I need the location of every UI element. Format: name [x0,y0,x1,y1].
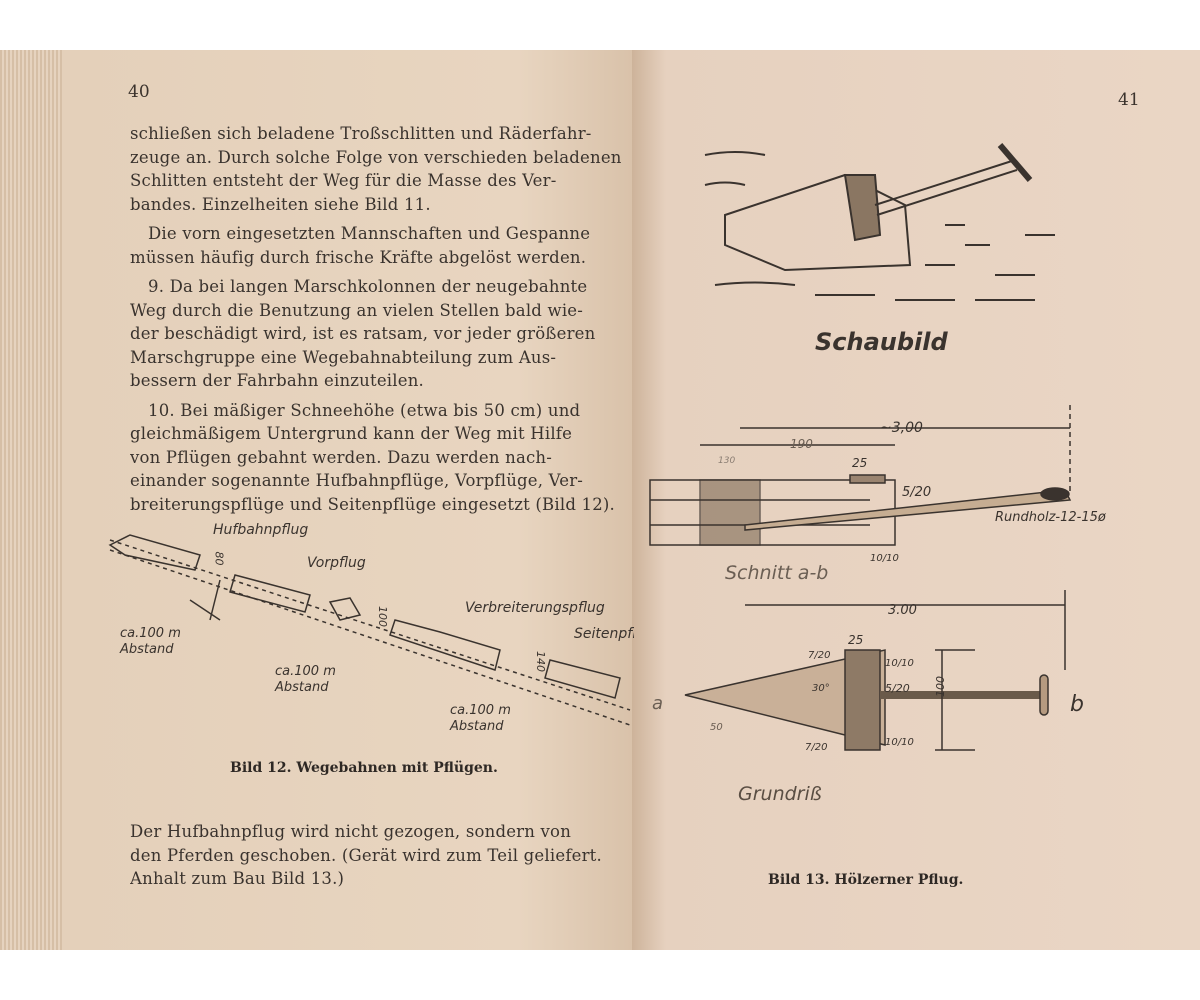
text-line: gleichmäßigem Untergrund kann der Weg mi… [130,424,573,443]
dim-label: 5/20 [885,682,910,695]
text-line: von Pflügen gebahnt werden. Dazu werden … [130,447,553,467]
label-vorpflug: Vorpflug [307,555,366,571]
plough-section-drawing [649,405,1072,546]
distance-label: Abstand [120,642,174,657]
text-line: Anhalt zum Bau Bild 13.) [130,869,345,888]
seitenpflug-shape [544,659,621,699]
dim-label: 10/10 [885,737,914,748]
page-edges [0,50,70,950]
paragraph: 9. Da bei langen Marschkolonnen der neug… [130,275,640,393]
dim-label: 50 [710,722,723,733]
dim-label: 7/20 [808,650,831,661]
text-line: Die vorn eingesetzten Mannschaften und G… [148,224,591,243]
page-number-left: 40 [128,82,150,102]
label-hufbahnpflug: Hufbahnpflug [213,522,309,538]
dim-label: 25 [852,456,868,470]
dim-label: 30° [812,683,830,694]
text-line: schließen sich beladene Troßschlitten un… [130,124,592,143]
dim-label: 7/20 [805,742,828,753]
text-line: den Pferden geschoben. (Gerät wird zum T… [130,845,602,865]
dim-label: 190 [790,437,813,451]
dim-label: 10/10 [870,553,899,564]
text-line: breiterungspflüge und Seitenpflüge einge… [130,494,616,514]
hufbahnpflug-shape [108,534,201,571]
label-seitenpflug: Seitenpflug [574,626,634,642]
point-b: b [1070,692,1084,717]
label-rundholz: Rundholz-12-15ø [995,510,1106,525]
text-line: Schlitten entsteht der Weg für die Masse… [130,171,557,190]
distance-label: Abstand [275,680,329,695]
text-line: zeuge an. Durch solche Folge von verschi… [130,147,622,167]
dim-label: ~3,00 [880,420,923,436]
distance-label: ca.100 m [275,664,336,679]
text-line: Weg durch die Benutzung an vielen Stelle… [130,300,584,320]
dim-label: 140 [534,651,547,672]
dim-label: 5/20 [902,485,932,500]
label-schnitt-a-b: Schnitt a-b [725,562,829,584]
dim-label: 25 [848,633,864,647]
text-line: 9. Da bei langen Marschkolonnen der neug… [148,277,588,296]
plough-formation-diagram [108,534,631,726]
paragraph: 10. Bei mäßiger Schneehöhe (etwa bis 50 … [130,399,640,517]
dim-label: 80 [212,551,226,566]
dim-label: 100 [934,676,947,697]
distance-label: ca.100 m [450,703,511,718]
paragraph: Die vorn eingesetzten Mannschaften und G… [130,222,640,269]
label-grundriss: Grundriß [738,783,822,805]
point-a: a [652,693,664,714]
text-line: 10. Bei mäßiger Schneehöhe (etwa bis 50 … [148,400,581,420]
vorpflug-shape [229,574,311,613]
paragraph: schließen sich beladene Troßschlitten un… [130,122,640,216]
text-line: Der Hufbahnpflug wird nicht gezogen, son… [130,822,572,841]
dim-label: 100 [376,606,389,627]
text-line: müssen häufig durch frische Kräfte abgel… [130,247,587,267]
left-closing-text: Der Hufbahnpflug wird nicht gezogen, son… [130,820,640,891]
left-page [62,50,632,950]
text-line: bessern der Fahrbahn einzuteilen. [130,371,424,390]
distance-label: ca.100 m [120,626,181,641]
text-line: Marschgruppe eine Wegebahnabteilung zum … [130,347,557,367]
page-number-right: 41 [1118,90,1140,110]
label-verbreiterungspflug: Verbreiterungspflug [465,600,605,616]
dim-label: 3.00 [888,603,917,618]
caption-bild-13: Bild 13. Hölzerner Pflug. [768,872,964,888]
plough-plan-drawing [684,590,1066,751]
caption-bild-12: Bild 12. Wegebahnen mit Pflügen. [230,760,498,776]
verbreiterungspflug-shape [389,619,501,671]
plough-perspective-sketch [704,143,1055,301]
dim-label: 10/10 [885,658,914,669]
dim-label: 130 [718,456,736,466]
left-body-text: schließen sich beladene Troßschlitten un… [130,122,640,522]
distance-label: Abstand [450,719,504,734]
text-line: der beschädigt wird, ist es ratsam, vor … [130,324,596,343]
label-schaubild: Schaubild [815,328,948,356]
text-line: bandes. Einzelheiten siehe Bild 11. [130,194,431,214]
text-line: einander sogenannte Hufbahnpflüge, Vorpf… [130,471,584,490]
